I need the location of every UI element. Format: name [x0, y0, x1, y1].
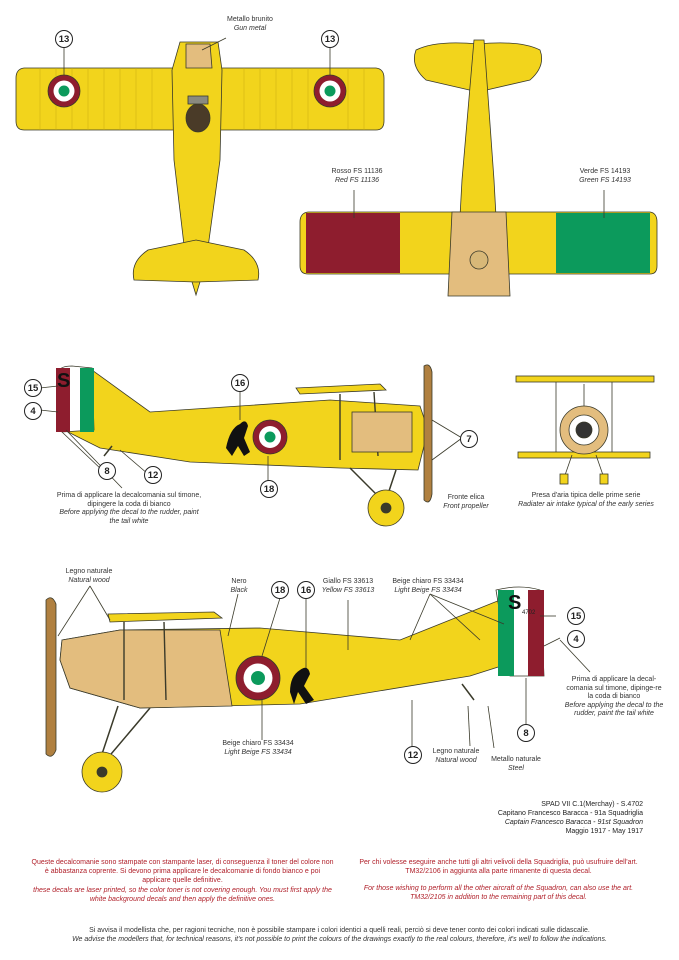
footer-note-it: Si avvisa il modellista che, per ragioni… — [89, 927, 590, 934]
aircraft-caption: SPAD VII C.1(Merchay) - S.4702 Capitano … — [497, 801, 643, 835]
callout-13-right: 13 — [321, 30, 339, 48]
label-rudder-note-right: Prima di applicare la decal-comania sul … — [564, 676, 664, 717]
front-view — [515, 375, 655, 485]
callout-8-lower: 8 — [517, 724, 535, 742]
callout-7: 7 — [460, 430, 478, 448]
note-squadron-it: Per chi volesse eseguire anche tutti gli… — [359, 859, 638, 875]
callout-12: 12 — [144, 466, 162, 484]
note-laser-it: Queste decalcomanie sono stampate con st… — [31, 859, 334, 884]
top-view-plan — [15, 37, 385, 297]
note-laser-en: these decals are laser printed, so the c… — [33, 887, 332, 903]
bottom-view-plan — [299, 39, 658, 297]
note-squadron-en: For those wishing to perform all the oth… — [363, 885, 634, 901]
callout-16-lower: 16 — [297, 581, 315, 599]
callout-16: 16 — [231, 374, 249, 392]
label-rudder-note-left: Prima di applicare la decalcomania sul t… — [56, 492, 202, 525]
side-view-left-profile — [39, 364, 463, 527]
callout-15-lower: 15 — [567, 607, 585, 625]
callout-18-lower: 18 — [271, 581, 289, 599]
fuselage-serial: 4702 — [522, 610, 536, 616]
callout-12-lower: 12 — [404, 746, 422, 764]
callout-4: 4 — [24, 402, 42, 420]
callout-4-lower: 4 — [567, 630, 585, 648]
fuselage-code-letter-2: S — [508, 592, 522, 614]
fuselage-code-letter-1: S — [57, 370, 71, 392]
callout-15: 15 — [24, 379, 42, 397]
side-view-right-profile — [45, 585, 591, 793]
callout-18: 18 — [260, 480, 278, 498]
footer-note-en: We advise the modellers that, for techni… — [72, 936, 607, 943]
callout-13-left: 13 — [55, 30, 73, 48]
callout-8: 8 — [98, 462, 116, 480]
